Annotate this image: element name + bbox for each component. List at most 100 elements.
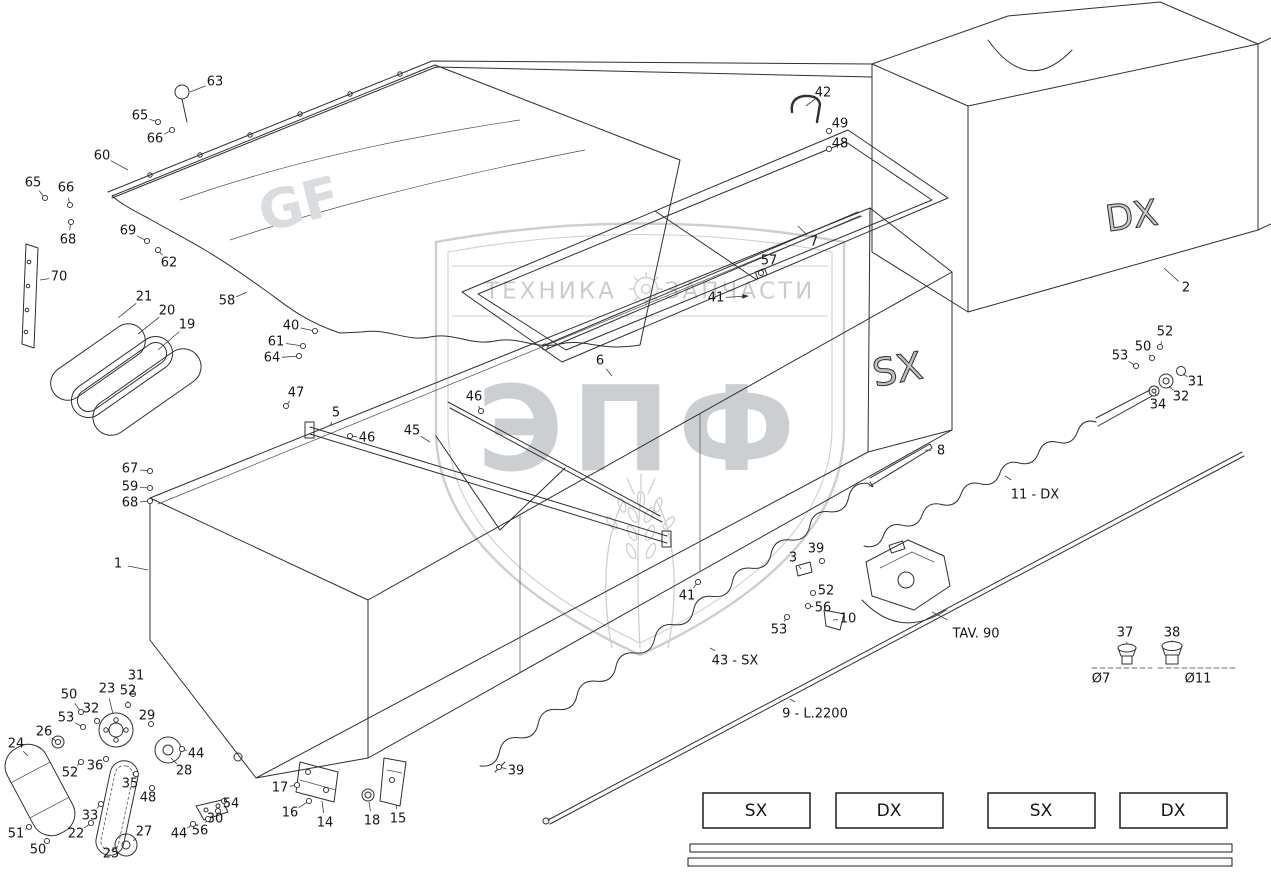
callout-label: 44 — [171, 827, 188, 842]
watermark: ТЕХНИКА ЗАПЧАСТИ ЭПФ — [434, 222, 846, 657]
leader-line — [709, 647, 716, 651]
callout-label: 10 — [840, 612, 857, 627]
ghost-gf-text: GF — [252, 164, 346, 245]
callout-label: 18 — [364, 814, 381, 829]
callout-label: 21 — [136, 290, 153, 305]
callout-label: 40 — [283, 319, 300, 334]
callout-label: Ø7 — [1092, 672, 1111, 687]
callout-label: 31 — [128, 669, 145, 684]
hardware-dot — [132, 770, 140, 778]
callout-label: 52 — [62, 766, 79, 781]
hardware-dot — [146, 467, 154, 475]
hardware-dot — [818, 557, 826, 565]
hardware-dot — [189, 820, 197, 828]
hardware-dot — [783, 613, 791, 621]
small-bracket — [195, 799, 229, 821]
leader-line — [805, 98, 816, 107]
callout-label: 9 - L.2200 — [782, 707, 848, 722]
machine-drawing: GF DX — [4, 1, 1271, 857]
callout-label: 6 — [596, 354, 604, 369]
leader-line — [1168, 385, 1174, 391]
legend: SX DX SX DX — [687, 792, 1233, 867]
hardware-dot — [43, 837, 51, 845]
callout-label: 41 — [679, 589, 696, 604]
leader-line — [127, 565, 149, 571]
hardware-dot — [147, 720, 155, 728]
callout-label: 33 — [82, 809, 99, 824]
callout-label: 1 — [114, 557, 122, 572]
hardware-dot — [1132, 362, 1140, 370]
callout-label: 48 — [140, 791, 157, 806]
callout-label: 48 — [832, 137, 849, 152]
watermark-wheat — [605, 474, 676, 649]
callout-label: 35 — [122, 777, 139, 792]
tarp-cover: GF — [111, 64, 681, 348]
legend-box-4: DX — [1119, 792, 1228, 829]
hardware-dot — [79, 723, 87, 731]
callout-label: 41 — [708, 291, 725, 306]
top-rail — [107, 60, 873, 199]
leader-line — [22, 750, 29, 757]
hardware-dot — [97, 800, 105, 808]
auger-dx — [863, 366, 1186, 548]
clip-part — [174, 84, 190, 123]
legend-box-2: DX — [835, 792, 944, 829]
hardware-dot — [809, 589, 817, 597]
legend-bar-2 — [687, 857, 1233, 867]
callout-label: 65 — [25, 176, 42, 191]
hardware-dot — [124, 701, 132, 709]
callout-label: 43 - SX — [712, 654, 759, 669]
ghost-dx-text: DX — [1103, 193, 1161, 241]
callout-label: 60 — [94, 149, 111, 164]
hardware-dot — [757, 269, 765, 277]
callout-label: 63 — [207, 75, 224, 90]
callout-label: 53 — [58, 711, 75, 726]
callout-label: 11 - DX — [1011, 488, 1060, 503]
leader-line — [1163, 267, 1179, 282]
hardware-dot — [154, 118, 162, 126]
callout-label: 46 — [359, 431, 376, 446]
legend-label-3: SX — [1030, 801, 1053, 821]
callout-label: 7 — [810, 235, 818, 250]
callout-label: 39 — [508, 764, 525, 779]
callout-label: 50 — [61, 688, 78, 703]
callout-label: 32 — [83, 702, 100, 717]
leader-line — [115, 848, 118, 851]
callout-label: 26 — [36, 725, 53, 740]
hardware-dot — [477, 407, 485, 415]
callout-label: 15 — [390, 812, 407, 827]
callout-label: 68 — [122, 496, 139, 511]
callout-label: 56 — [192, 824, 209, 839]
legend-label-1: SX — [745, 801, 768, 821]
callout-label: 16 — [282, 806, 299, 821]
callout-label: 66 — [58, 181, 75, 196]
leader-line — [117, 302, 137, 319]
hardware-dot — [804, 602, 812, 610]
leader-line — [725, 293, 749, 299]
callout-label: 22 — [68, 827, 85, 842]
callout-label: 53 — [1112, 349, 1129, 364]
callout-label: 52 — [120, 684, 137, 699]
callout-label: 52 — [818, 584, 835, 599]
callout-label: 70 — [51, 270, 68, 285]
hardware-dot — [311, 327, 319, 335]
cross-rails — [304, 401, 672, 548]
plug-parts — [1091, 641, 1239, 669]
callout-label: 20 — [159, 304, 176, 319]
leader-line — [931, 611, 948, 621]
hardware-dot — [87, 819, 95, 827]
callout-label: 53 — [771, 623, 788, 638]
hardware-dot — [154, 246, 162, 254]
callout-label: 68 — [60, 233, 77, 248]
hardware-dot — [305, 797, 313, 805]
hardware-dot — [67, 218, 75, 226]
callout-label: 39 — [808, 542, 825, 557]
plate-parts — [295, 757, 407, 807]
hardware-dot — [93, 717, 101, 725]
leader-line — [321, 800, 324, 814]
legend-label-4: DX — [1161, 801, 1186, 821]
callout-label: 61 — [268, 335, 285, 350]
leader-line — [132, 837, 137, 842]
hardware-dot — [214, 807, 222, 815]
